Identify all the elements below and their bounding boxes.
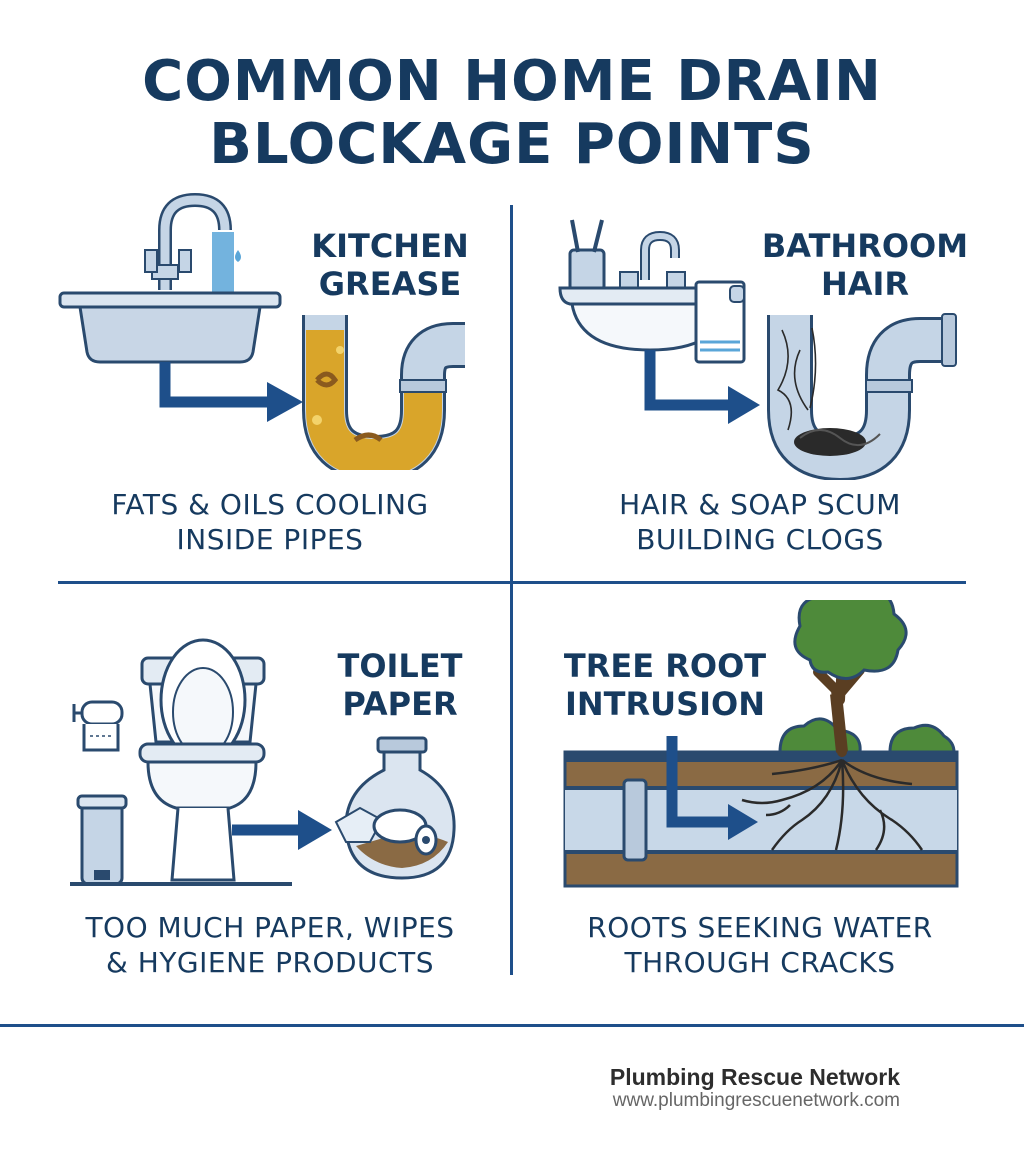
panel-bathroom-caption-line-2: BUILDING CLOGS — [636, 523, 884, 556]
vertical-divider — [510, 205, 513, 975]
panel-bathroom-caption-line-1: HAIR & SOAP SCUM — [619, 488, 901, 521]
panel-tree-caption-line-1: ROOTS SEEKING WATER — [587, 911, 933, 944]
panel-toilet-title: TOILET PAPER — [300, 647, 500, 723]
bathroom-sink-hair-icon — [558, 219, 957, 480]
panel-kitchen-title: KITCHEN GREASE — [290, 227, 490, 303]
panel-kitchen-caption: FATS & OILS COOLING INSIDE PIPES — [60, 487, 480, 557]
title-line-2: BLOCKAGE POINTS — [209, 112, 815, 177]
brand-name: Plumbing Rescue Network — [609, 1064, 900, 1090]
panel-tree-title: TREE ROOT INTRUSION — [555, 647, 775, 723]
panel-kitchen-caption-line-1: FATS & OILS COOLING — [111, 488, 429, 521]
panel-bathroom-caption: HAIR & SOAP SCUM BUILDING CLOGS — [540, 487, 980, 557]
horizontal-divider — [58, 581, 966, 584]
panel-bathroom-title-line-2: HAIR — [820, 265, 910, 303]
title-line-1: COMMON HOME DRAIN — [142, 49, 882, 114]
panel-tree-title-line-2: INTRUSION — [564, 685, 766, 723]
panel-toilet-title-line-1: TOILET — [337, 647, 463, 685]
panel-tree-caption: ROOTS SEEKING WATER THROUGH CRACKS — [540, 910, 980, 980]
panel-bathroom-title-line-1: BATHROOM — [761, 227, 969, 265]
panel-tree-caption-line-2: THROUGH CRACKS — [624, 946, 896, 979]
brand-url[interactable]: www.plumbingrescuenetwork.com — [612, 1090, 900, 1111]
panel-toilet-title-line-2: PAPER — [342, 685, 458, 723]
panel-kitchen-title-line-2: GREASE — [318, 265, 462, 303]
panel-bathroom-title: BATHROOM HAIR — [755, 227, 975, 303]
footer-divider — [0, 1024, 1024, 1027]
toilet-paper-clog-icon — [70, 638, 456, 886]
panel-toilet-caption-line-1: TOO MUCH PAPER, WIPES — [85, 911, 455, 944]
tree-root-pipe-icon — [563, 600, 959, 888]
panel-kitchen-title-line-1: KITCHEN — [311, 227, 469, 265]
kitchen-sink-grease-icon — [58, 192, 465, 470]
panel-tree-title-line-1: TREE ROOT — [563, 647, 767, 685]
panel-toilet-caption: TOO MUCH PAPER, WIPES & HYGIENE PRODUCTS — [50, 910, 490, 980]
panel-toilet-caption-line-2: & HYGIENE PRODUCTS — [106, 946, 434, 979]
panel-kitchen-caption-line-2: INSIDE PIPES — [176, 523, 364, 556]
